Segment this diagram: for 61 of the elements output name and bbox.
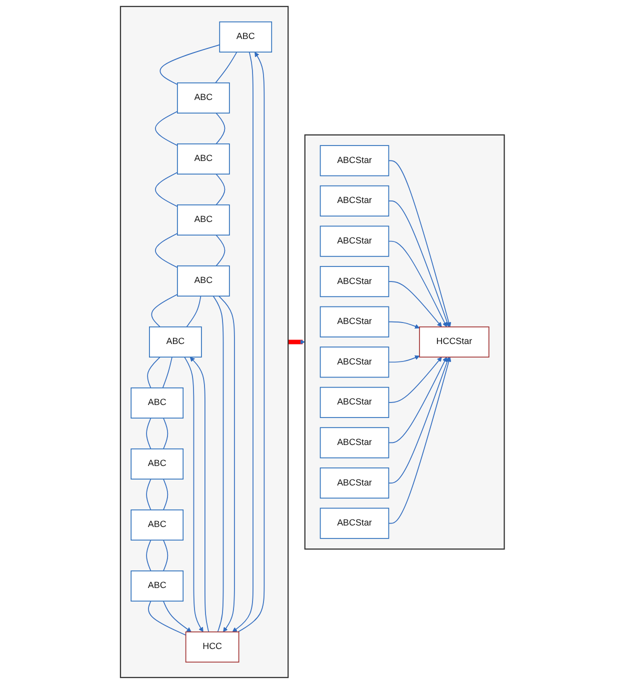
- node-box: ABC: [177, 143, 230, 175]
- node-box: ABC: [149, 326, 202, 358]
- node-box: ABC: [177, 265, 230, 297]
- connector: [155, 111, 178, 146]
- connector: [147, 356, 161, 388]
- node-box: ABC: [177, 204, 230, 236]
- arrow: [190, 356, 210, 632]
- cluster: [120, 6, 289, 678]
- arrow: [388, 355, 420, 363]
- node-box: ABCStar: [320, 468, 390, 499]
- connector: [155, 233, 178, 268]
- arrow: [232, 52, 254, 632]
- connector: [146, 478, 152, 510]
- arrow: [163, 600, 192, 632]
- arrow: [238, 52, 265, 632]
- connector: [212, 296, 224, 632]
- arrow: [287, 340, 306, 344]
- connector: [146, 418, 152, 450]
- arrow: [388, 356, 448, 444]
- arrow: [388, 356, 442, 403]
- node-box: HCC: [186, 631, 240, 663]
- connector: [216, 234, 226, 266]
- arrow: [218, 296, 235, 632]
- node-box: ABCStar: [320, 386, 390, 418]
- connector: [148, 600, 186, 636]
- connector: [160, 44, 220, 85]
- node-box: ABC: [130, 448, 184, 480]
- connector: [146, 540, 152, 572]
- node-box: ABC: [177, 82, 230, 114]
- arrow: [388, 356, 452, 524]
- node-box: ABCStar: [320, 226, 390, 257]
- node-box: ABC: [130, 387, 184, 419]
- node-box: ABCStar: [320, 145, 390, 176]
- arrow: [388, 321, 420, 329]
- connector: [151, 294, 178, 328]
- node-box: ABCStar: [320, 185, 390, 216]
- connector: [163, 478, 168, 510]
- connector: [216, 112, 226, 144]
- connector: [162, 356, 173, 388]
- arrow: [184, 356, 204, 632]
- connector: [216, 174, 226, 206]
- arrow: [388, 281, 442, 328]
- arrow: [388, 200, 450, 328]
- connector: [155, 172, 178, 207]
- arrow: [388, 240, 448, 328]
- node-box: ABCStar: [320, 427, 390, 458]
- node-box: HCCStar: [419, 326, 490, 358]
- connector: [215, 52, 238, 84]
- node-box: ABCStar: [320, 266, 390, 298]
- node-box: ABCStar: [320, 508, 390, 539]
- connector: [163, 418, 168, 450]
- node-box: ABC: [130, 570, 184, 602]
- arrow: [388, 356, 450, 484]
- node-box: ABC: [130, 509, 184, 541]
- connector: [186, 296, 202, 328]
- node-box: ABC: [219, 21, 272, 53]
- connector: [163, 540, 168, 572]
- node-box: ABCStar: [320, 306, 390, 338]
- node-box: ABCStar: [320, 346, 390, 378]
- arrow: [388, 160, 452, 328]
- cluster: [304, 134, 505, 550]
